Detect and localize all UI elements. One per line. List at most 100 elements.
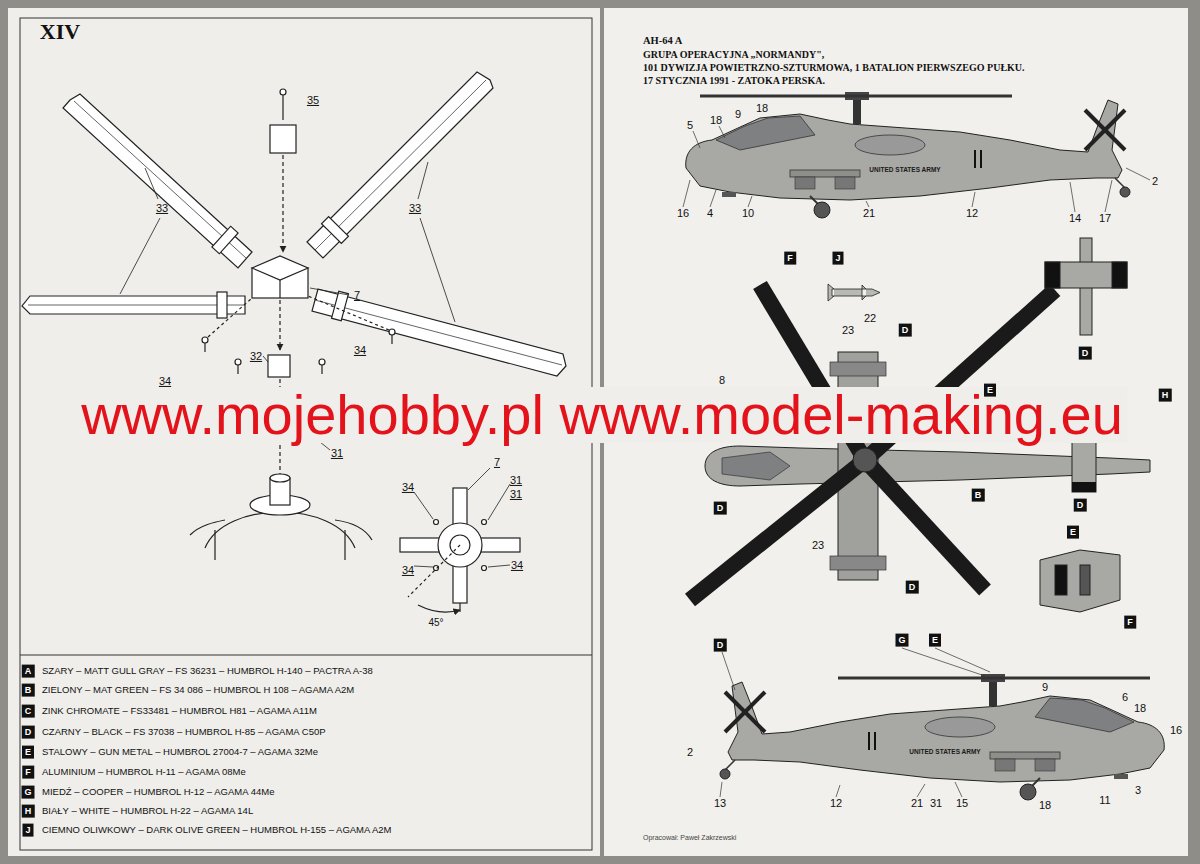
hub-detail-drawing: [488, 565, 510, 567]
callout-number: 13: [714, 797, 726, 809]
leader-line: [683, 126, 1150, 797]
leader-line: [683, 180, 690, 207]
leader-line: [935, 648, 990, 672]
callout-number: 16: [677, 207, 689, 219]
rotor-assembly-drawing: [280, 89, 286, 95]
callout-number: 34: [402, 564, 414, 576]
rotor-assembly-drawing: [215, 530, 345, 560]
color-code-tag: H: [22, 805, 35, 818]
rotor-assembly-drawing: [315, 300, 562, 365]
callout-number: 35: [307, 94, 319, 106]
rotor-assembly-drawing: [418, 162, 428, 199]
leader-line: [720, 782, 722, 797]
color-code-tag: C: [22, 705, 35, 718]
marking-text: UNITED STATES ARMY: [869, 166, 940, 173]
callout-number: 10: [742, 207, 754, 219]
rotor-assembly-drawing: [202, 337, 208, 343]
callout-number: 7: [494, 456, 500, 468]
callout-number: 21: [911, 797, 923, 809]
helicopter-plan-view: [830, 362, 886, 376]
rotor-assembly-drawing: [22, 296, 245, 314]
callout-number: 2: [687, 746, 693, 758]
callout-number: 34: [511, 559, 523, 571]
rotor-assembly-drawing: [282, 155, 283, 252]
helicopter-plan-view: [722, 452, 790, 480]
color-code-tag: E: [984, 384, 996, 397]
watermark: www.mojehobby.pl www.model-making.eu: [77, 387, 1127, 443]
callout-number: 23: [812, 539, 824, 551]
color-code-tag: B: [22, 684, 35, 697]
tail-detail-view: [1055, 565, 1067, 595]
callout-number: 33: [156, 202, 168, 214]
color-code-tag: G: [895, 634, 908, 647]
color-code-tag: D: [1079, 347, 1092, 360]
rotor-assembly-drawing: [322, 217, 349, 244]
rotor-assembly-drawing: [279, 280, 280, 298]
callout-number: 21: [863, 207, 875, 219]
color-code-tag: D: [714, 639, 727, 652]
rotor-assembly-drawing: [319, 359, 325, 365]
color-code-tag: D: [1074, 499, 1087, 512]
author-credit: Opracował: Paweł Zakrzewski: [643, 834, 736, 842]
callout-number: 5: [687, 119, 693, 131]
callout-number: 34: [402, 481, 414, 493]
rotor-assembly-drawing: [145, 168, 158, 199]
color-code-tag: G: [21, 786, 34, 799]
legend-entry: SZARY – MATT GULL GRAY – FS 36231 – HUMB…: [42, 666, 373, 676]
rotor-assembly-drawing: [237, 365, 238, 374]
leader-line: [1126, 168, 1150, 180]
color-code-tag: H: [1159, 389, 1172, 402]
callout-number: 18: [710, 114, 722, 126]
rotor-assembly-drawing: [310, 288, 349, 295]
leader-line: [722, 652, 735, 690]
tail-detail-view: [1080, 565, 1090, 595]
callout-number: 6: [1122, 691, 1128, 703]
rotor-assembly-drawing: [315, 80, 486, 250]
hub-detail-drawing: [468, 468, 490, 490]
color-code-tag: D: [899, 324, 912, 337]
color-code-tag: F: [784, 252, 796, 265]
callout-number: 23: [842, 324, 854, 336]
rotor-assembly-drawing: [217, 292, 227, 318]
rotor-assembly-drawing: [120, 218, 160, 294]
callout-number: 7: [354, 289, 360, 301]
leader-line: [917, 784, 925, 797]
rotor-assembly-drawing: [252, 256, 308, 280]
hub-detail-drawing: [414, 492, 433, 519]
caption-title: AH-64 A: [643, 35, 682, 46]
leader-line: [1105, 180, 1112, 212]
legend-entry: BIAŁY – WHITE – HUMBROL H-22 – AGAMA 14L: [42, 806, 253, 816]
color-code-tag: D: [714, 502, 727, 515]
callout-number: 34: [354, 344, 366, 356]
hub-detail-drawing: [414, 566, 433, 567]
rotor-assembly-drawing: [270, 125, 296, 153]
helicopter-plan-view: [865, 460, 985, 590]
callout-number: 3: [1135, 784, 1141, 796]
rotor-assembly-drawing: [389, 329, 395, 335]
leader-line: [693, 131, 700, 148]
callout-number: 9: [735, 108, 741, 120]
angle-dimension: 45°: [428, 617, 443, 628]
caption-line: 17 STYCZNIA 1991 - ZATOKA PERSKA.: [643, 75, 825, 86]
callout-number: 22: [864, 312, 876, 324]
leader-line: [866, 201, 869, 207]
color-code-tag: F: [22, 766, 34, 779]
callout-number: 12: [966, 207, 978, 219]
color-code-tag: E: [929, 634, 941, 647]
rotor-assembly-drawing: [63, 94, 252, 268]
hub-detail-drawing: [488, 484, 510, 520]
caption-line: 101 DYWIZJA POWIETRZNO-SZTURMOWA, 1 BATA…: [643, 62, 1025, 73]
leader-line: [748, 196, 752, 207]
color-code-tag: B: [972, 489, 985, 502]
helicopter-plan-view: [828, 284, 880, 301]
helicopter-side-view: [686, 92, 1130, 218]
callout-number: 31: [510, 488, 522, 500]
tail-detail-view: [1045, 262, 1060, 288]
color-code-tag: D: [22, 726, 35, 739]
helicopter-plan-view: [853, 448, 877, 472]
rotor-assembly-drawing: [263, 356, 268, 362]
callout-number: 4: [707, 207, 713, 219]
helicopter-side-view: [720, 674, 1164, 800]
rotor-assembly-drawing: [282, 92, 283, 120]
